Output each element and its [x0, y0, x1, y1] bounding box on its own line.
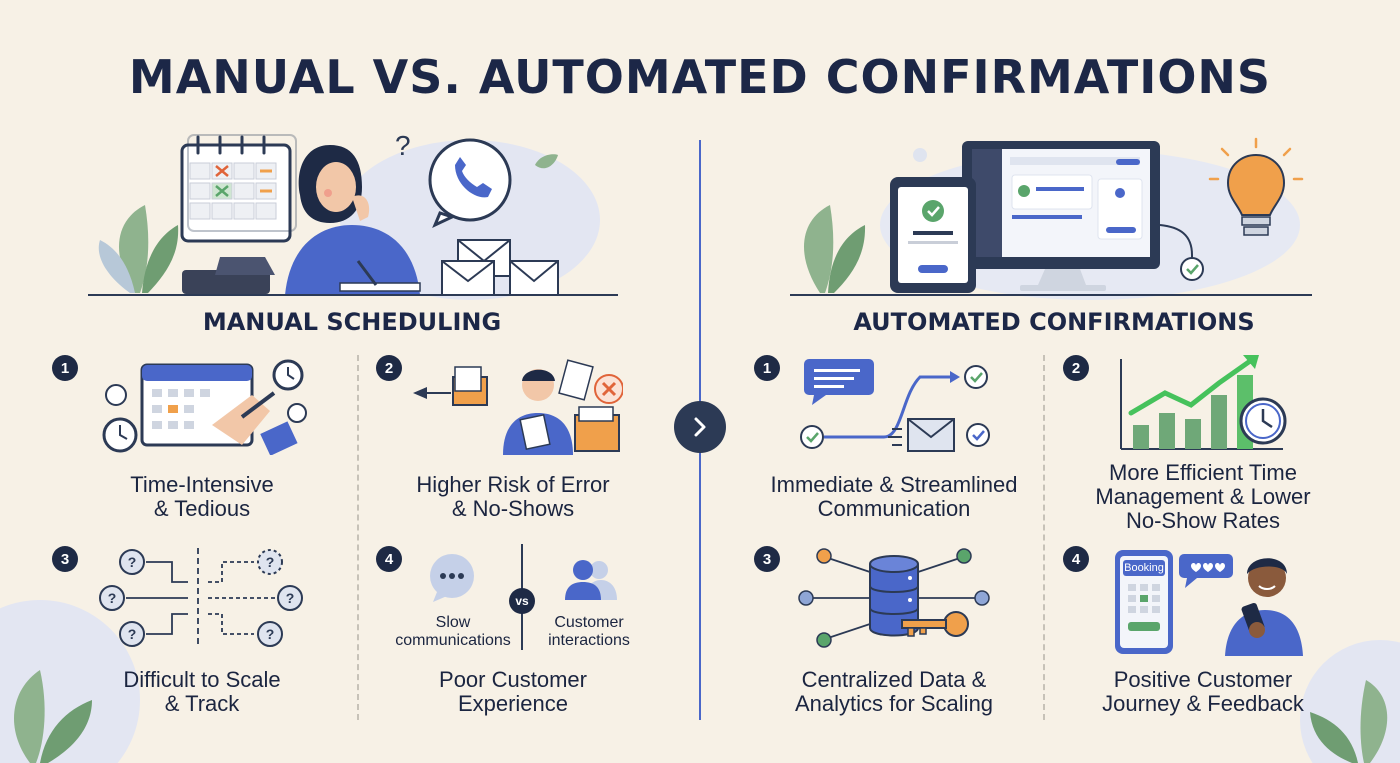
- customers-icon: [565, 560, 617, 600]
- envelopes-icon: [441, 239, 559, 296]
- manual-item-2: 2 Higher Risk of Error & No-Shows: [363, 355, 663, 545]
- slow-chat-bubble-icon: [430, 554, 474, 602]
- lightbulb-icon: [1208, 137, 1304, 236]
- automated-item-4-caption: Positive Customer Journey & Feedback: [1102, 667, 1304, 716]
- automated-item-3-caption: Centralized Data & Analytics for Scaling: [794, 667, 994, 716]
- check-circle-icon: [1180, 257, 1204, 281]
- calendar-clock-icon: [102, 359, 307, 455]
- plant-icon: [803, 205, 866, 293]
- vs-badge: vs: [509, 588, 535, 614]
- paperwork-error-icon: [413, 359, 623, 455]
- ground-line-right: [790, 294, 1312, 296]
- corner-plant-right-icon: [1310, 680, 1388, 763]
- automated-section-heading: AUTOMATED CONFIRMATIONS: [853, 308, 1255, 336]
- tablet-icon: [890, 177, 976, 293]
- automated-item-4: 4 Booking Positive Cust: [1053, 546, 1353, 738]
- step-number: 1: [754, 355, 780, 381]
- stressed-person-icon: [285, 145, 421, 295]
- monitor-icon: [962, 141, 1160, 291]
- svg-text:?: ?: [108, 590, 117, 606]
- centralized-database-icon: [798, 548, 990, 648]
- automated-item-1: 1 Immediate & Streamlined Communication: [744, 355, 1044, 545]
- scaling-flow-icon: ??? ???: [99, 548, 303, 648]
- page-title: MANUAL VS. AUTOMATED CONFIRMATIONS: [128, 50, 1272, 104]
- chevron-right-icon: [694, 417, 706, 437]
- growth-chart-clock-icon: [1120, 355, 1287, 450]
- svg-text:?: ?: [128, 626, 137, 642]
- booking-phone-screen: Booking: [1120, 556, 1168, 648]
- slow-communications-label: Slow communications: [395, 614, 511, 649]
- dashed-divider-left: [357, 355, 359, 720]
- automated-hero-illustration: [803, 137, 1304, 293]
- booking-label: Booking: [1123, 560, 1165, 576]
- manual-item-4: 4 vs Slow communications Customer intera…: [363, 544, 663, 738]
- phone-call-bubble-icon: [428, 138, 512, 229]
- manual-item-1-caption: Time-Intensive & Tedious: [130, 472, 274, 521]
- step-number: 3: [52, 546, 78, 572]
- svg-text:?: ?: [266, 554, 275, 570]
- booking-phone: Booking: [1115, 550, 1173, 654]
- svg-text:?: ?: [128, 554, 137, 570]
- automated-item-2-caption: More Efficient Time Management & Lower N…: [1095, 460, 1311, 533]
- ground-line-left: [88, 294, 618, 296]
- svg-text:?: ?: [286, 590, 295, 606]
- automated-item-1-caption: Immediate & Streamlined Communication: [770, 472, 1018, 521]
- svg-text:?: ?: [266, 626, 275, 642]
- plant-icon: [98, 205, 179, 293]
- dashed-divider-right: [1043, 355, 1045, 720]
- next-arrow-button[interactable]: [674, 401, 726, 453]
- automated-item-3: 3 Centralized Data &: [744, 546, 1044, 738]
- happy-customer-icon: [1225, 558, 1303, 656]
- calendar-icon: [180, 134, 297, 243]
- manual-hero-illustration: ?: [98, 130, 559, 296]
- manual-item-3: 3 ??? ??? Difficult to Scale & Track: [52, 546, 352, 738]
- customer-interactions-label: Customer interactions: [548, 614, 630, 649]
- manual-item-2-caption: Higher Risk of Error & No-Shows: [416, 472, 610, 521]
- booking-calendar-icon: [1128, 584, 1160, 631]
- step-number: 1: [52, 355, 78, 381]
- manual-item-4-caption: Poor Customer Experience: [439, 667, 587, 716]
- corner-plant-left-icon: [13, 670, 92, 763]
- step-number: 4: [376, 546, 402, 572]
- manual-item-3-caption: Difficult to Scale & Track: [123, 667, 281, 716]
- automated-item-2: 2 More Efficient Time Management & Lower…: [1053, 355, 1353, 545]
- manual-item-1: 1 Time-Intensive & Tedious: [52, 355, 352, 545]
- question-mark-icon: ?: [395, 130, 411, 161]
- step-number: 2: [376, 355, 402, 381]
- manual-section-heading: MANUAL SCHEDULING: [202, 308, 502, 336]
- streamlined-messaging-icon: [800, 359, 990, 452]
- step-number: 4: [1063, 546, 1089, 572]
- desk-phone-icon: [182, 257, 275, 294]
- hearts-bubble-icon: [1179, 554, 1233, 588]
- step-number: 2: [1063, 355, 1089, 381]
- step-number: 3: [754, 546, 780, 572]
